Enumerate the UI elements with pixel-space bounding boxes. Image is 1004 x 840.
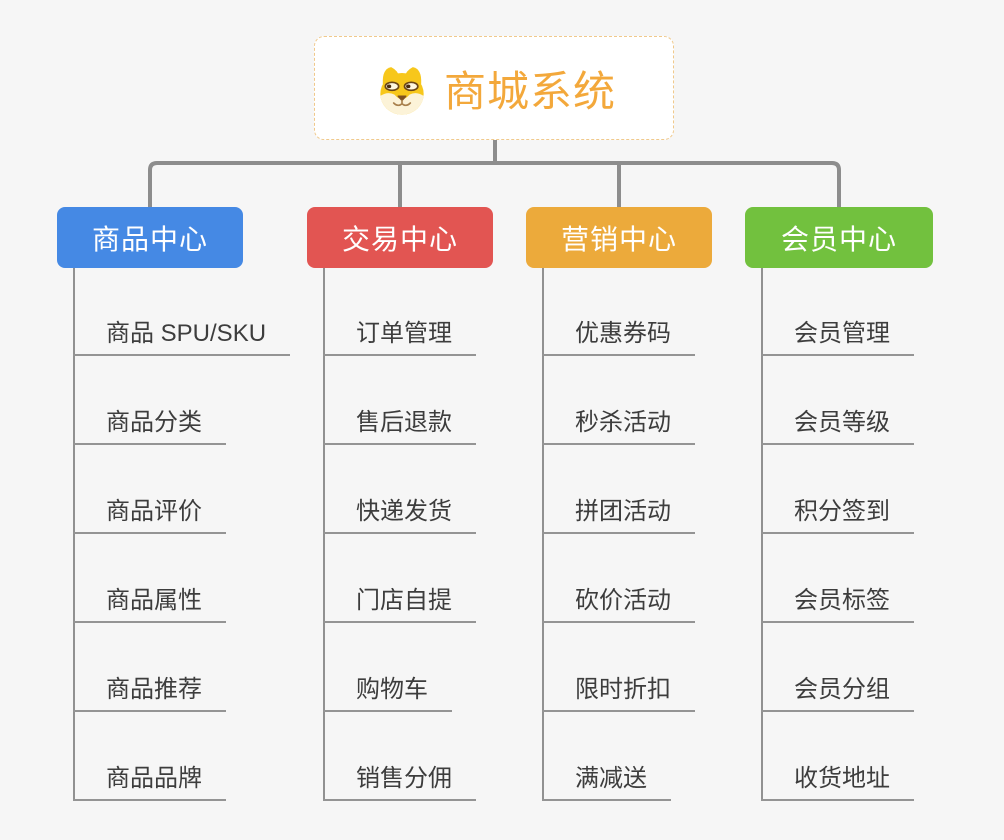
leaf-item[interactable]: 商品推荐 bbox=[73, 675, 226, 712]
branch-label: 交易中心 bbox=[341, 223, 458, 255]
leaf-item[interactable]: 商品分类 bbox=[73, 408, 226, 445]
branch-node-marketing[interactable]: 营销中心 bbox=[526, 207, 712, 268]
leaf-item[interactable]: 限时折扣 bbox=[542, 675, 695, 712]
leaf-item[interactable]: 收货地址 bbox=[761, 764, 914, 801]
leaf-item[interactable]: 会员等级 bbox=[761, 408, 914, 445]
leaf-item[interactable]: 商品属性 bbox=[73, 586, 226, 623]
leaf-item[interactable]: 售后退款 bbox=[323, 408, 476, 445]
branch-node-trade[interactable]: 交易中心 bbox=[307, 207, 493, 268]
leaf-item[interactable]: 会员分组 bbox=[761, 675, 914, 712]
branch-label: 营销中心 bbox=[560, 223, 677, 255]
leaf-item[interactable]: 订单管理 bbox=[323, 319, 476, 356]
root-title: 商城系统 bbox=[443, 67, 616, 115]
doge-icon bbox=[380, 67, 424, 115]
leaf-item[interactable]: 商品品牌 bbox=[73, 764, 226, 801]
root-node[interactable]: 商城系统 bbox=[314, 36, 674, 140]
leaf-item[interactable]: 满减送 bbox=[542, 764, 671, 801]
branch-bus-line bbox=[148, 161, 841, 207]
leaf-item[interactable]: 拼团活动 bbox=[542, 497, 695, 534]
leaf-item[interactable]: 销售分佣 bbox=[323, 764, 476, 801]
branch-node-member[interactable]: 会员中心 bbox=[745, 207, 933, 268]
leaf-item[interactable]: 商品评价 bbox=[73, 497, 226, 534]
leaf-item[interactable]: 会员管理 bbox=[761, 319, 914, 356]
leaf-item[interactable]: 购物车 bbox=[323, 675, 452, 712]
branch-node-product[interactable]: 商品中心 bbox=[57, 207, 243, 268]
leaf-item[interactable]: 会员标签 bbox=[761, 586, 914, 623]
branch-label: 商品中心 bbox=[91, 223, 208, 255]
leaf-item[interactable]: 快递发货 bbox=[323, 497, 476, 534]
leaf-item[interactable]: 门店自提 bbox=[323, 586, 476, 623]
branch-label: 会员中心 bbox=[780, 223, 897, 255]
leaf-item[interactable]: 商品 SPU/SKU bbox=[73, 319, 291, 356]
leaf-item[interactable]: 秒杀活动 bbox=[542, 408, 695, 445]
leaf-item[interactable]: 砍价活动 bbox=[542, 586, 695, 623]
leaf-item[interactable]: 优惠券码 bbox=[542, 319, 695, 356]
leaf-item[interactable]: 积分签到 bbox=[761, 497, 914, 534]
